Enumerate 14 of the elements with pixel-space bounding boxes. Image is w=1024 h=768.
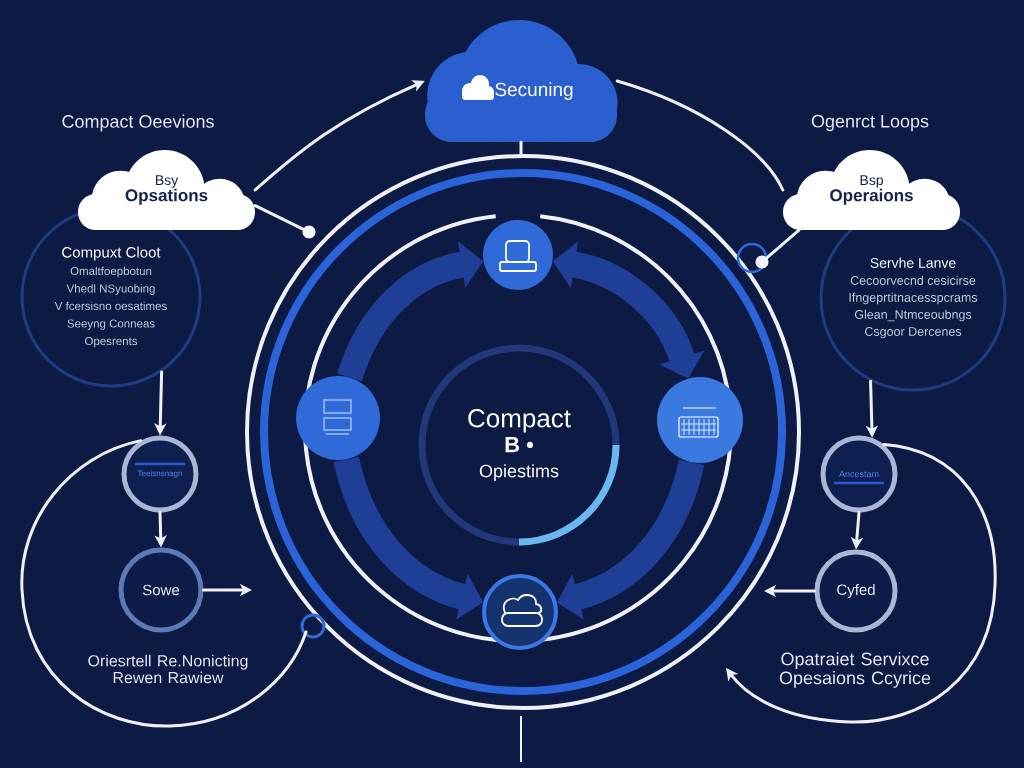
arrow [726,443,997,724]
caption-text: Oriesrtell Re.Nonicting Rewen Rawiew [88,654,248,684]
connector-line [615,79,785,192]
icon-circle [483,220,553,290]
icon-circle [296,376,380,460]
caption-text: Opatraiet Servixce Opesaions Ccyrice [779,652,931,688]
section-heading: Ogenrct Loops [811,114,929,132]
connector-line [519,140,523,158]
icon-circle [482,574,558,650]
connector-line [765,228,801,260]
connector-line [253,204,305,231]
icon-circle [657,377,743,463]
connector-line [20,439,308,728]
section-heading: Compact Oeevions [62,114,214,132]
